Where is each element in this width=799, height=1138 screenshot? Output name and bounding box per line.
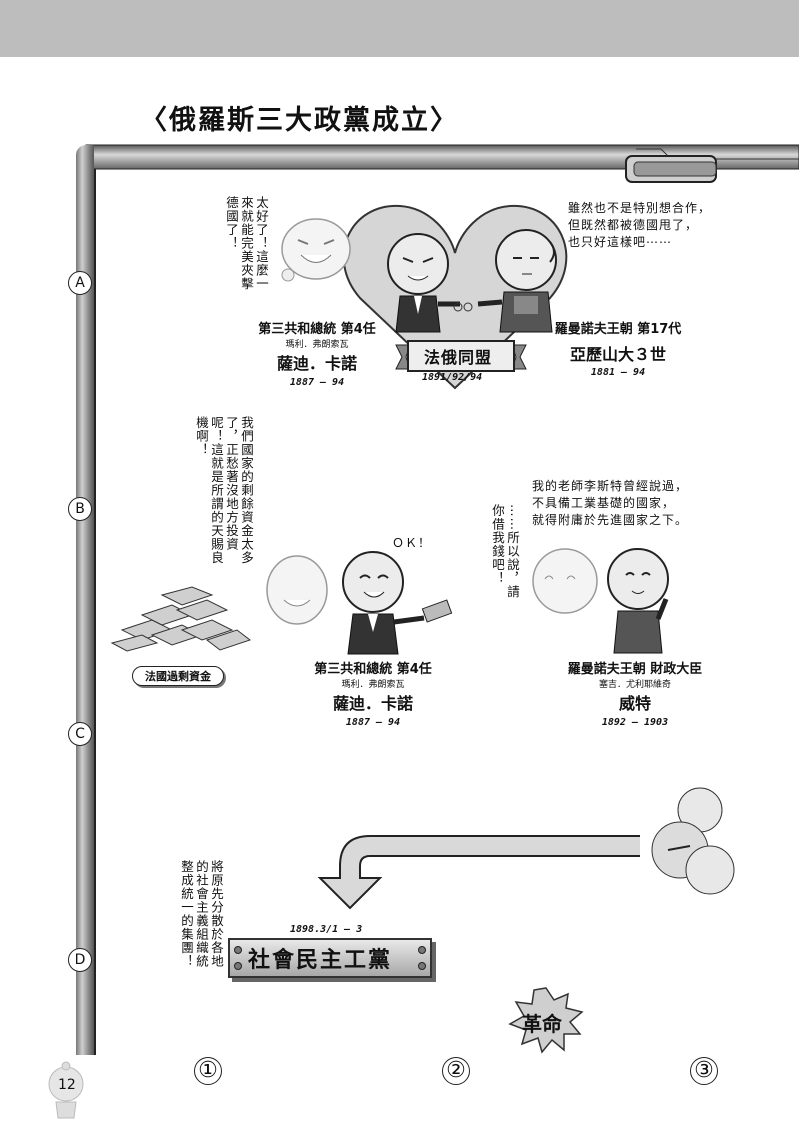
- party-date: 1898.3/1 – 3: [290, 924, 363, 935]
- top-bar: [0, 0, 799, 57]
- speech-line: 但既然都被德國甩了，: [568, 218, 699, 232]
- russian-leader-caption-a: 羅曼諾夫王朝 第17代 亞歷山大３世 1881 – 94: [543, 318, 693, 378]
- banner-bolts: [234, 946, 426, 970]
- leader-subtitle: 瑪利．弗朗索瓦: [285, 340, 349, 350]
- leader-title: 羅曼諾夫王朝 第17代: [554, 322, 682, 337]
- leader-name: 薩迪．卡諾: [276, 354, 357, 373]
- french-president-character-a: [387, 233, 460, 333]
- crowd-characters: [651, 787, 735, 895]
- party-banner: 社會民主工黨: [228, 938, 432, 978]
- flow-arrow-icon: [317, 835, 640, 910]
- money-pile-illustration: [110, 586, 252, 652]
- handshake-link: [453, 302, 473, 312]
- column-number-3: ③: [690, 1057, 718, 1085]
- leader-title: 第三共和總統 第4任: [258, 322, 376, 337]
- russian-speech-b: 我的老師李斯特曾經說過， 不具備工業基礎的國家， 就得附庸於先進國家之下。: [532, 478, 688, 529]
- speech-line: 不具備工業基礎的國家，: [532, 496, 676, 510]
- leader-subtitle: 瑪利．弗朗索瓦: [341, 680, 405, 690]
- speech-line: 我的老師李斯特曾經說過，: [532, 479, 689, 493]
- revolution-burst: [508, 987, 584, 1054]
- money-label: 法國過剩資金: [132, 666, 224, 686]
- ok-speech: ＯＫ！: [392, 536, 432, 550]
- row-label-b: B: [68, 497, 92, 521]
- speech-line: 就得附庸於先進國家之下。: [532, 513, 689, 527]
- russian-tsar-character-a: [477, 229, 557, 333]
- leader-title: 羅曼諾夫王朝 財政大臣: [567, 662, 703, 677]
- leader-dates: 1881 – 94: [590, 367, 646, 378]
- french-president-character-b: [342, 551, 453, 655]
- column-number-2: ②: [442, 1057, 470, 1085]
- ghost-character-a: [281, 218, 351, 282]
- ghost-character-b-right: [532, 548, 598, 614]
- frame-left-border: [76, 145, 94, 1055]
- row-label-c: C: [68, 722, 92, 746]
- french-speech-b: 我們國家的剩餘資金太多了，正愁著沒地方投資呢！這就是所謂的天賜良機啊！: [194, 416, 254, 565]
- alliance-ribbon: [395, 340, 527, 372]
- page-number: 12: [58, 1077, 76, 1093]
- alliance-label: 法俄同盟: [424, 348, 493, 367]
- russian-minister-caption-b: 羅曼諾夫王朝 財政大臣 塞吉．尤利耶維奇 威特 1892 – 1903: [560, 658, 710, 728]
- french-leader-caption-b: 第三共和總統 第4任 瑪利．弗朗索瓦 薩迪．卡諾 1887 – 94: [298, 658, 448, 728]
- russian-speech-b-vertical: ⋯⋯所以說，請你借我錢吧！: [490, 504, 520, 599]
- party-note: 將原先分散於各地的社會主義組織統整成統一的集團！: [179, 860, 224, 968]
- alliance-date: 1891/92/94: [422, 372, 483, 383]
- frame-corner-tab: [625, 155, 717, 183]
- french-leader-caption-a: 第三共和總統 第4任 瑪利．弗朗索瓦 薩迪．卡諾 1887 – 94: [242, 318, 392, 388]
- leader-name: 薩迪．卡諾: [332, 694, 413, 713]
- leader-name: 威特: [618, 694, 651, 713]
- column-number-1: ①: [194, 1057, 222, 1085]
- frame-inner-line: [94, 169, 96, 1055]
- russian-speech-a: 雖然也不是特別想合作， 但既然都被德國甩了， 也只好這樣吧⋯⋯: [568, 200, 711, 251]
- leader-dates: 1887 – 94: [289, 377, 345, 388]
- revolution-label: 革命: [522, 1012, 562, 1036]
- row-label-d: D: [68, 948, 92, 972]
- leader-name: 亞歷山大３世: [569, 345, 666, 364]
- leader-dates: 1887 – 94: [345, 717, 401, 728]
- leader-subtitle: 塞吉．尤利耶維奇: [598, 680, 671, 690]
- row-label-a: A: [68, 271, 92, 295]
- french-speech-a: 太好了！這麼一來就能完美夾擊德國了！: [224, 196, 269, 291]
- leader-dates: 1892 – 1903: [601, 717, 669, 728]
- party-name: 社會民主工黨: [248, 947, 393, 973]
- page-title: 〈俄羅斯三大政黨成立〉: [140, 105, 459, 136]
- leader-title: 第三共和總統 第4任: [314, 662, 432, 677]
- russian-minister-character-b: [607, 548, 669, 654]
- page-number-mascot-icon: [48, 1061, 84, 1119]
- speech-line: 雖然也不是特別想合作，: [568, 201, 712, 215]
- speech-line: 也只好這樣吧⋯⋯: [568, 235, 673, 249]
- ghost-character-b: [266, 555, 328, 625]
